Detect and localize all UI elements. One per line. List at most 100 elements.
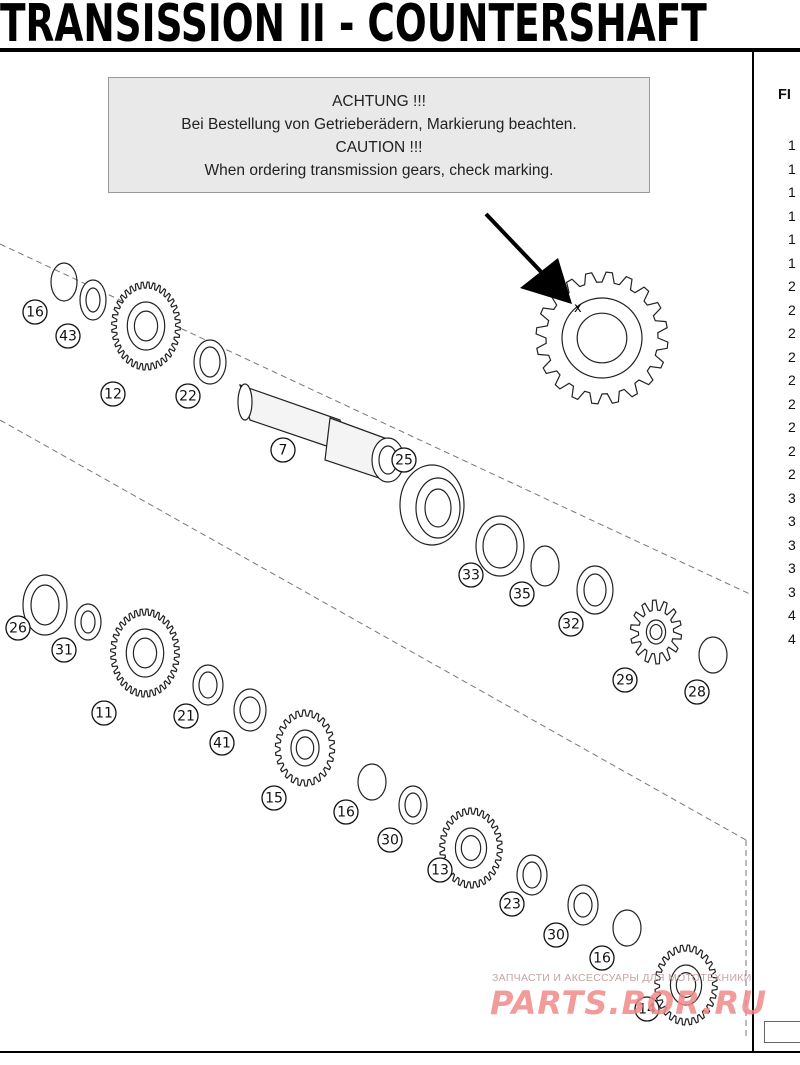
parts-list-row: 2 xyxy=(788,372,796,388)
parts-list-row: 1 xyxy=(788,137,796,153)
parts-list-row: 3 xyxy=(788,560,796,576)
marking-x: x xyxy=(574,301,582,316)
parts-list-box xyxy=(764,1021,800,1043)
title-rule xyxy=(0,48,800,52)
callout-c21: 21 xyxy=(173,703,199,729)
parts-list-row: 2 xyxy=(788,466,796,482)
caution-line-en-title: CAUTION !!! xyxy=(335,139,423,156)
callout-number: 12 xyxy=(104,387,122,403)
callout-number: 7 xyxy=(279,443,288,459)
bearing-26 xyxy=(22,574,68,636)
callout-number: 22 xyxy=(179,389,197,405)
callout-c41: 41 xyxy=(209,730,235,756)
callout-c22: 22 xyxy=(175,383,201,409)
parts-list-row: 1 xyxy=(788,254,796,271)
callout-number: 31 xyxy=(55,643,73,659)
callout-number: 14 xyxy=(638,1002,656,1018)
panel-divider xyxy=(752,50,754,1053)
parts-list-row: 4 xyxy=(788,607,796,623)
circlip-28 xyxy=(698,636,728,674)
ball-bearing-25 xyxy=(399,464,465,546)
callout-c35: 35 xyxy=(509,581,535,607)
callout-c7: 7 xyxy=(270,437,296,463)
callout-number: 30 xyxy=(381,833,399,849)
parts-list-row: 3 xyxy=(788,489,796,506)
callout-c32: 32 xyxy=(558,611,584,637)
callout-number: 30 xyxy=(547,928,565,944)
page-title: TRANSISSION II - COUNTERSHAFT xyxy=(0,0,707,54)
parts-list-header: FI xyxy=(778,87,791,103)
sprocket-29 xyxy=(629,599,683,665)
marking-arrowhead xyxy=(520,258,572,304)
watermark-tagline: ЗАПЧАСТИ И АКСЕССУАРЫ ДЛЯ МОТОТЕХНИКИ xyxy=(492,972,752,984)
circlip-16b xyxy=(357,763,387,801)
lower-shaft-group xyxy=(22,574,718,1026)
callout-number: 21 xyxy=(177,709,195,725)
parts-list-row: 2 xyxy=(788,395,796,412)
parts-list-row: 2 xyxy=(788,325,796,341)
callout-c28: 28 xyxy=(684,679,710,705)
needle-bearing-23 xyxy=(516,854,548,896)
parts-list-row: 1 xyxy=(788,207,796,224)
callout-number: 16 xyxy=(593,951,611,967)
callout-number: 11 xyxy=(95,706,113,722)
callout-c16c: 16 xyxy=(589,945,615,971)
callout-c16b: 16 xyxy=(333,799,359,825)
washer-30a xyxy=(398,785,428,825)
caution-line-en-text: When ordering transmission gears, check … xyxy=(204,162,554,179)
countershaft-7 xyxy=(237,383,405,483)
parts-list-row: 1 xyxy=(788,231,796,247)
callout-c30a: 30 xyxy=(377,827,403,853)
o-ring-35 xyxy=(530,545,560,587)
marking-reference-gear xyxy=(535,271,669,405)
circlip-16 xyxy=(50,262,78,302)
callout-number: 32 xyxy=(562,617,580,633)
circlip-16c xyxy=(612,909,642,947)
parts-list-row: 2 xyxy=(788,348,796,365)
callout-c13: 13 xyxy=(427,857,453,883)
gear-15 xyxy=(274,709,336,787)
parts-list-row: 2 xyxy=(788,419,796,435)
parts-list-row: 3 xyxy=(788,583,796,600)
parts-list-row: 2 xyxy=(788,278,796,294)
parts-list-row: 1 xyxy=(788,184,796,200)
washer-30b xyxy=(567,884,599,926)
assembly-frame xyxy=(0,243,753,1040)
gear-11 xyxy=(110,608,180,698)
gear-14 xyxy=(654,944,718,1026)
gear-13 xyxy=(439,807,503,889)
callout-c16a: 16 xyxy=(22,299,48,325)
parts-list-row: 2 xyxy=(788,442,796,459)
callout-c33: 33 xyxy=(458,562,484,588)
callout-number: 43 xyxy=(59,329,77,345)
callout-c11: 11 xyxy=(91,700,117,726)
parts-list-row: 1 xyxy=(788,160,796,177)
callout-number: 13 xyxy=(431,863,449,879)
upper-shaft-group xyxy=(50,262,728,674)
washer-31 xyxy=(74,603,102,641)
seal-ring-33 xyxy=(475,515,525,577)
callout-number: 28 xyxy=(688,685,706,701)
bottom-rule xyxy=(0,1051,800,1053)
callout-number: 29 xyxy=(616,673,634,689)
callout-number: 25 xyxy=(395,453,413,469)
callout-number: 41 xyxy=(213,736,231,752)
washer-41 xyxy=(233,688,267,732)
needle-bearing-21 xyxy=(192,664,224,706)
callout-number: 35 xyxy=(513,587,531,603)
callout-c23: 23 xyxy=(499,891,525,917)
caution-note: ACHTUNG !!! Bei Bestellung von Getrieber… xyxy=(108,77,650,193)
callout-number: 16 xyxy=(26,305,44,321)
callout-c26: 26 xyxy=(5,615,31,641)
callout-c12: 12 xyxy=(100,381,126,407)
spacer-32 xyxy=(576,565,614,615)
callout-number: 16 xyxy=(337,805,355,821)
callout-labels: 16 43 12 22 7 25 33 35 32 29 28 26 31 11 21 41 15 16 30 13 2… xyxy=(5,299,710,1022)
callout-number: 33 xyxy=(462,568,480,584)
callout-c43: 43 xyxy=(55,323,81,349)
parts-list-row: 3 xyxy=(788,536,796,553)
callout-c25: 25 xyxy=(391,447,417,473)
callout-c15: 15 xyxy=(261,785,287,811)
